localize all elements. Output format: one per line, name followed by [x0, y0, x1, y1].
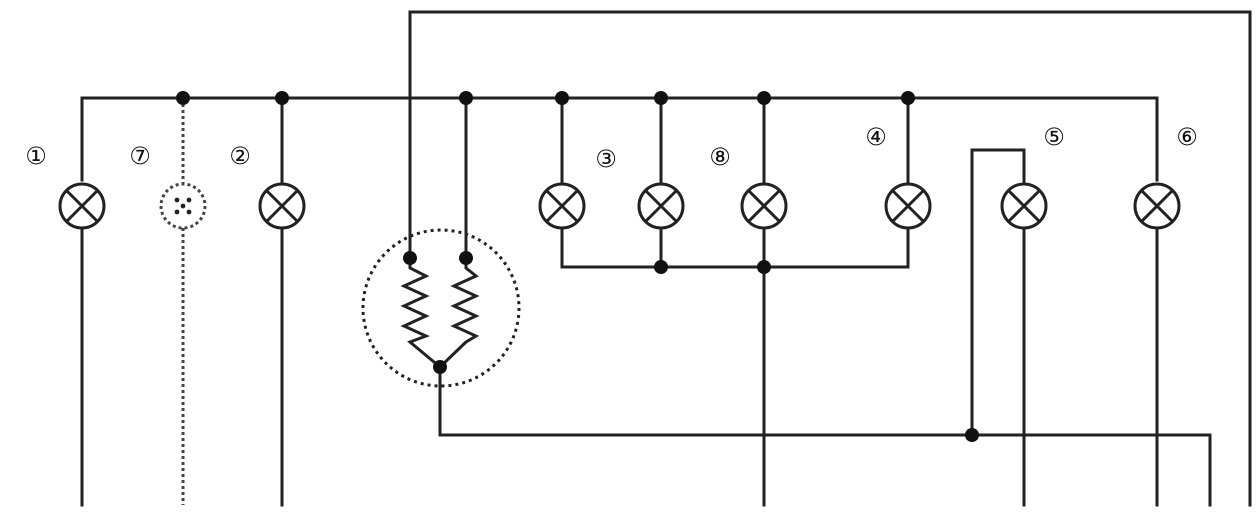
junction-dot — [654, 260, 668, 274]
lamp-drops — [181, 96, 910, 260]
label-lamp-1: ① — [25, 142, 47, 170]
heater-enclosure — [361, 228, 521, 388]
top-bus — [80, 10, 1252, 507]
label-lamp-7: ⑦ — [129, 142, 151, 170]
lamp-6-symbol — [1133, 182, 1181, 230]
junction-dot — [965, 428, 979, 442]
return-bus-3-4 — [560, 226, 910, 269]
heater-terminal-right — [459, 251, 473, 265]
lamps — [58, 182, 1181, 230]
lamp-labels: ① ⑦ ② ③ ⑧ ④ ⑤ ⑥ — [25, 123, 1198, 173]
heater-coil-left — [400, 258, 441, 369]
label-lamp-4: ④ — [865, 123, 887, 151]
lower-wires — [80, 148, 1212, 507]
lamp-5-feed — [970, 148, 1026, 437]
lamp-4-symbol — [884, 182, 932, 230]
lamp-3-symbol — [538, 182, 586, 230]
label-lamp-3: ③ — [595, 145, 617, 173]
label-lamp-2: ② — [229, 142, 251, 170]
heater-return-wire — [438, 365, 1212, 507]
label-lamp-8: ⑧ — [709, 143, 731, 171]
junction-dot — [757, 260, 771, 274]
lamp-2-symbol — [258, 182, 306, 230]
lamp-8-symbol — [740, 182, 788, 230]
label-lamp-6: ⑥ — [1176, 123, 1198, 151]
label-lamp-5: ⑤ — [1043, 123, 1065, 151]
junction-dot — [757, 91, 771, 105]
junction-dot — [555, 91, 569, 105]
outer-loop-wire — [408, 10, 1252, 507]
junction-dot — [459, 91, 473, 105]
junction-dot — [901, 91, 915, 105]
junction-dot — [275, 91, 289, 105]
lamp-7-symbol — [159, 182, 207, 230]
junction-dot — [176, 91, 190, 105]
heater-terminal-left — [403, 251, 417, 265]
lamp-unlabeled-symbol — [637, 182, 685, 230]
lamp-5-symbol — [1000, 182, 1048, 230]
bus-left-segment — [80, 96, 1159, 182]
heater-element — [361, 228, 521, 388]
junctions — [176, 91, 979, 442]
junction-dot — [654, 91, 668, 105]
lamp-1-symbol — [58, 182, 106, 230]
heater-coil-right — [438, 258, 480, 369]
heater-terminal-common — [433, 360, 447, 374]
